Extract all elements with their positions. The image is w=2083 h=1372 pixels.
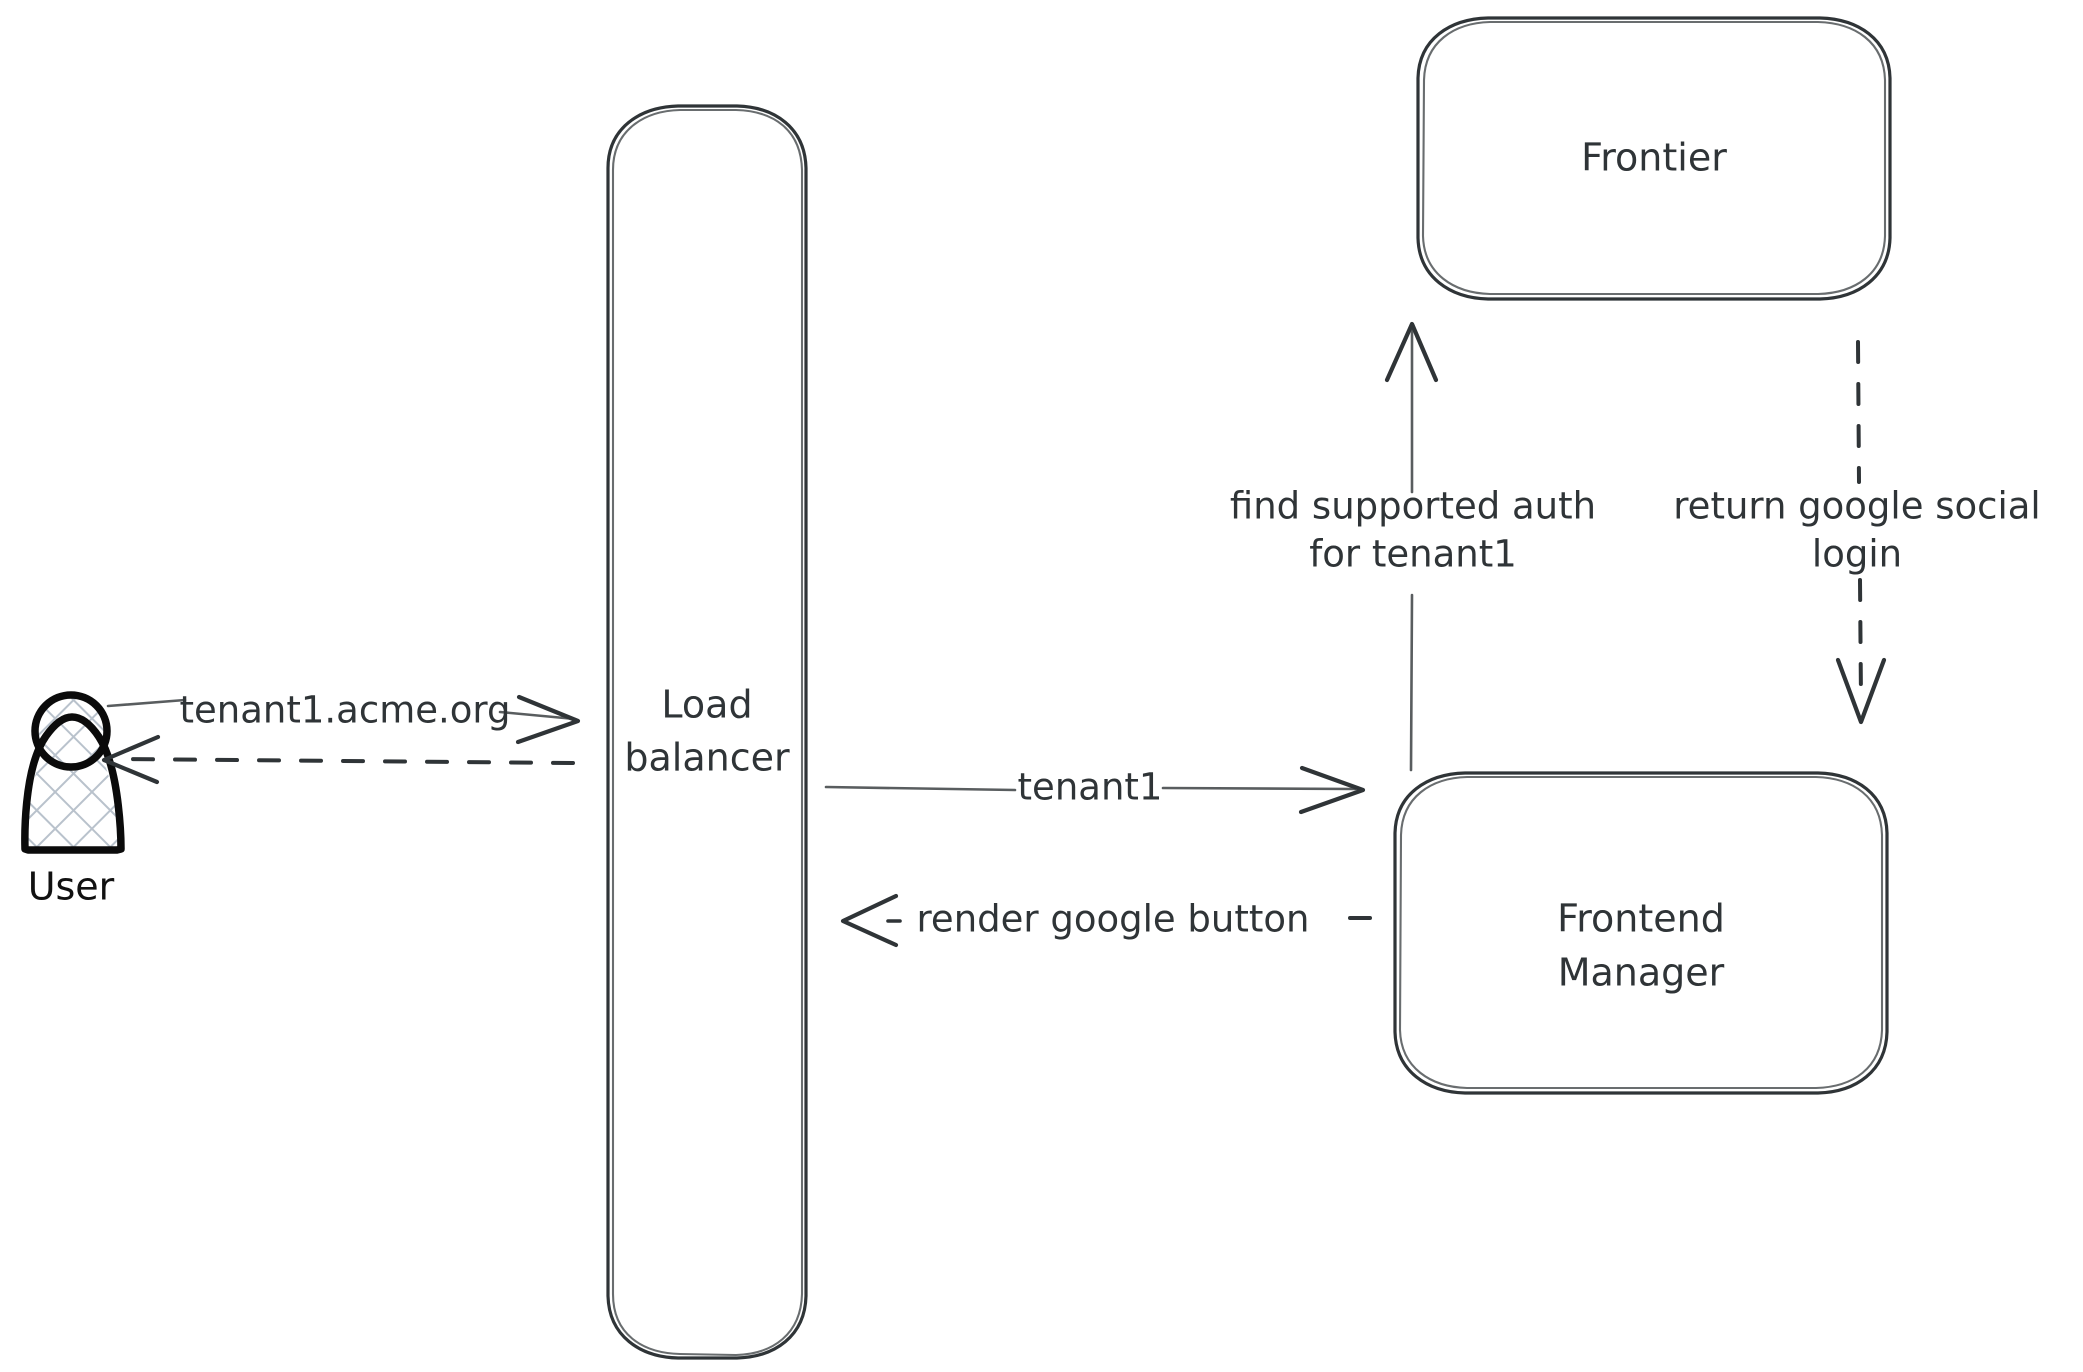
load-balancer-label-line2: balancer xyxy=(624,736,790,780)
frontier-label: Frontier xyxy=(1581,136,1727,180)
node-frontend-manager[interactable]: Frontend Manager xyxy=(1393,771,1889,1095)
user-actor-icon: User xyxy=(21,691,125,909)
edge-label-tenant1: tenant1 xyxy=(1018,766,1163,809)
user-label: User xyxy=(28,865,115,909)
frontend-manager-label-line1: Frontend xyxy=(1557,897,1725,941)
edge-label-find-supported-auth-line2: for tenant1 xyxy=(1309,533,1517,576)
edge-load-balancer-to-user xyxy=(101,734,575,785)
edge-label-render-google-button: render google button xyxy=(917,898,1310,941)
edge-frontend-manager-to-load-balancer: render google button xyxy=(840,893,1372,948)
edge-label-return-google-social-line1: return google social xyxy=(1673,485,2040,528)
load-balancer-label-line1: Load xyxy=(661,683,752,727)
edge-load-balancer-to-frontend-manager: tenant1 xyxy=(824,766,1366,815)
edge-frontend-manager-to-frontier: find supported auth for tenant1 xyxy=(1230,321,1596,772)
node-load-balancer[interactable]: Load balancer xyxy=(606,104,808,1360)
frontend-manager-label-line2: Manager xyxy=(1558,951,1725,995)
edge-user-to-load-balancer: tenant1.acme.org xyxy=(106,689,581,745)
node-frontier[interactable]: Frontier xyxy=(1416,16,1892,301)
edge-frontier-to-frontend-manager: return google social login xyxy=(1673,340,2041,725)
edge-label-return-google-social-line2: login xyxy=(1812,533,1902,576)
edge-label-tenant1-acme-org: tenant1.acme.org xyxy=(180,689,511,732)
edge-label-find-supported-auth-line1: find supported auth xyxy=(1230,485,1596,528)
